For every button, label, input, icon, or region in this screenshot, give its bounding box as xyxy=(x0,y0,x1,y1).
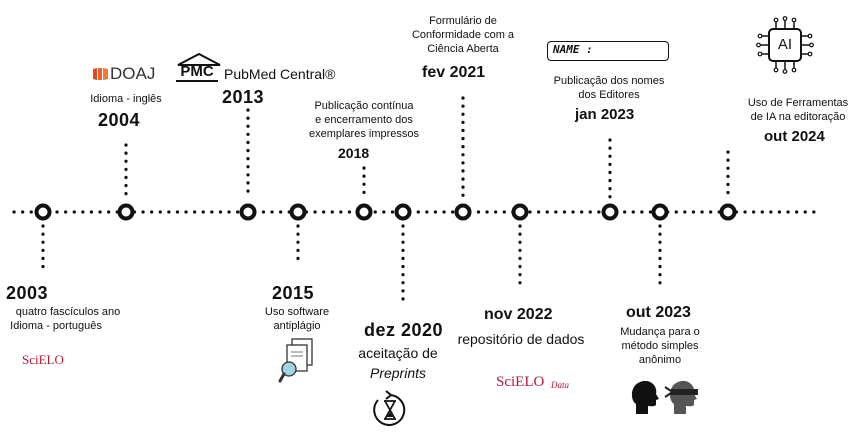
desc-2023b-line2: método simples xyxy=(621,340,699,352)
node-2020 xyxy=(394,203,412,221)
desc-2024-line1: Uso de Ferramentas xyxy=(747,97,849,109)
desc-2023a-line2: dos Editores xyxy=(578,89,640,101)
year-2003: 2003 xyxy=(6,283,49,303)
scielo-data-logo-sub: Data xyxy=(551,380,569,390)
year-2024: out 2024 xyxy=(764,128,825,145)
node-2024 xyxy=(719,203,737,221)
desc-2018-line2: e encerramento dos xyxy=(315,114,413,126)
hourglass-cycle-icon xyxy=(373,390,406,426)
node-2021 xyxy=(454,203,472,221)
plagiarism-documents-icon xyxy=(278,338,313,383)
year-2021: fev 2021 xyxy=(422,64,486,81)
doaj-logo-icon xyxy=(93,68,108,80)
scielo-data-logo: SciELO xyxy=(496,374,545,390)
year-2015: 2015 xyxy=(272,283,315,303)
name-tag-badge: NAME : xyxy=(547,41,669,61)
node-2023a xyxy=(601,203,619,221)
desc-2003-line1: quatro fascículos ano xyxy=(15,306,121,318)
desc-2004: Idioma - inglês xyxy=(90,93,162,105)
year-2022: nov 2022 xyxy=(484,306,553,323)
anonymous-review-heads-icon xyxy=(631,380,698,414)
node-2015 xyxy=(289,203,307,221)
desc-2003-line2: Idioma - português xyxy=(10,320,102,332)
year-2018: 2018 xyxy=(338,145,370,161)
year-2023a: jan 2023 xyxy=(575,106,635,123)
pmc-logo-text: PubMed Central® xyxy=(224,66,336,82)
year-2020: dez 2020 xyxy=(364,320,444,340)
desc-2021-line2: Conformidade com a xyxy=(411,29,515,41)
desc-2020-line2: Preprints xyxy=(369,365,427,381)
name-tag-text: NAME : xyxy=(553,43,593,56)
node-2013 xyxy=(239,203,257,221)
desc-2023a-line1: Publicação dos nomes xyxy=(553,75,665,87)
desc-2018-line1: Publicação contínua xyxy=(314,100,414,112)
ai-chip-icon xyxy=(756,16,814,74)
doaj-logo-text: DOAJ xyxy=(110,64,156,83)
desc-2023b-line1: Mudança para o xyxy=(620,326,700,338)
desc-2021-line1: Formulário de xyxy=(429,15,497,27)
desc-2020-line1: aceitação de xyxy=(358,345,438,361)
pmc-roof-icon xyxy=(177,52,221,66)
year-2004: 2004 xyxy=(98,110,141,130)
year-2023b: out 2023 xyxy=(626,304,691,321)
node-2004 xyxy=(117,203,135,221)
desc-2018-line3: exemplares impressos xyxy=(308,128,420,140)
node-2003 xyxy=(34,203,52,221)
desc-2024-line2: de IA na editoração xyxy=(750,111,846,123)
desc-2021-line3: Ciência Aberta xyxy=(427,43,499,55)
desc-2015-line1: Uso software xyxy=(264,306,330,318)
scielo-logo: SciELO xyxy=(22,352,64,367)
node-2022 xyxy=(511,203,529,221)
desc-2015-line2: antiplágio xyxy=(273,320,321,332)
ai-chip-label: AI xyxy=(777,36,793,53)
desc-2023b-line3: anônimo xyxy=(638,354,682,366)
node-2023b xyxy=(651,203,669,221)
pmc-logo-abbr: PMC xyxy=(176,64,218,82)
node-2018 xyxy=(355,203,373,221)
desc-2022: repositório de dados xyxy=(457,331,585,347)
year-2013: 2013 xyxy=(222,87,265,107)
